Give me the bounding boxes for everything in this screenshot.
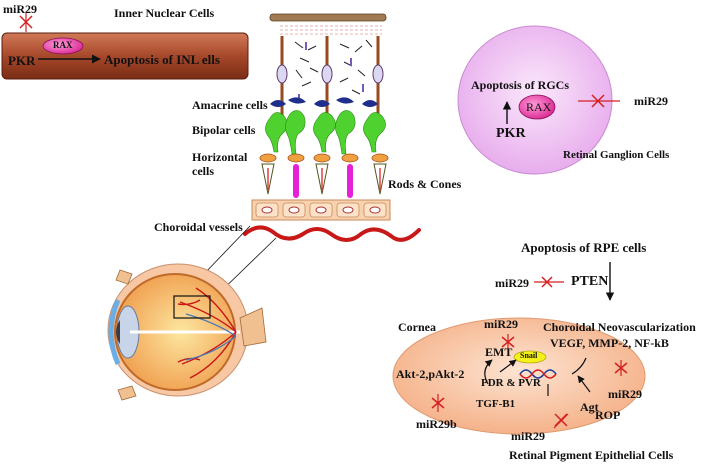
inl-panel [1, 12, 249, 80]
cnv-label: Choroidal Neovascularization [543, 320, 696, 334]
rgc-rax-label: RAX [526, 100, 552, 114]
dna-helix [519, 369, 557, 379]
inl-rax-label: RAX [53, 40, 73, 50]
rop-label: ROP [595, 408, 621, 422]
inl-pkr-label: PKR [8, 53, 36, 68]
horizontal-cells [259, 153, 389, 163]
retina-diagram [179, 13, 421, 301]
akt-label: Akt-2,pAkt-2 [396, 367, 465, 381]
rpe-mir-b-label: miR29b [416, 417, 457, 431]
emt-label: EMT [485, 345, 513, 359]
bipolar-label: Bipolar cells [192, 123, 256, 137]
rpe-title: Apoptosis of RPE cells [521, 240, 647, 255]
eye-illustration [107, 263, 267, 401]
cnv-factors-label: VEGF, MMP-2, NF-kB [550, 336, 669, 350]
inl-title: Inner Nuclear Cells [114, 6, 215, 20]
snail-oval [513, 350, 547, 364]
agt-label: Agt [580, 400, 599, 414]
rgc-apoptosis-label: Apoptosis of RGCs [471, 78, 570, 92]
rgc-rax-oval [518, 94, 556, 120]
rpe-mir-right-label: miR29 [608, 387, 642, 401]
rgc-mir-label: miR29 [634, 94, 668, 108]
cornea-label: Cornea [398, 320, 436, 334]
rgc-pkr-label: PKR [496, 126, 526, 141]
rpe-mir-emt-label: miR29 [484, 317, 518, 331]
rpe-mir-pten-label: miR29 [495, 276, 529, 290]
horizontal-label-line1: Horizontal [192, 150, 248, 164]
rpe-panel [392, 262, 646, 435]
tgf-label: TGF-B1 [476, 398, 516, 410]
pdr-pvr-label: PDR & PVR [481, 377, 541, 389]
inl-rax-oval [42, 37, 84, 55]
choroidal-vessel [243, 225, 421, 242]
inl-mir-label: miR29 [3, 2, 37, 16]
snail-label: Snail [520, 351, 538, 360]
pten-label: PTEN [571, 274, 609, 289]
amacrine-label: Amacrine cells [192, 98, 268, 112]
choroidal-label: Choroidal vessels [154, 220, 243, 234]
rgc-caption: Retinal Ganglion Cells [563, 149, 670, 161]
horizontal-label-line2: cells [192, 164, 214, 178]
rods-cones-label: Rods & Cones [388, 177, 462, 191]
rpe-mir-bottom-label: miR29 [511, 429, 545, 443]
rgc-panel [457, 25, 620, 175]
rpe-cell-row [251, 199, 391, 221]
rpe-caption: Retinal Pigment Epithelial Cells [509, 448, 674, 462]
rods-cones [261, 163, 387, 198]
bipolar-cells [265, 110, 386, 155]
amacrine-cells [270, 97, 378, 107]
inl-outcome-label: Apoptosis of INL ells [104, 52, 220, 67]
